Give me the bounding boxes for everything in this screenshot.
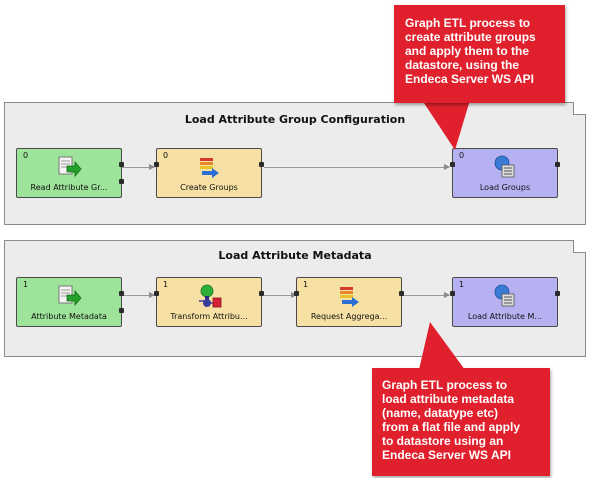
node-phase-number: 1	[459, 280, 465, 289]
writer-icon	[494, 284, 515, 307]
edge-transform-to-request-aggregate[interactable]	[264, 292, 297, 298]
node-read-attribute-groups[interactable]: 0 Read Attribute Gr...	[16, 148, 124, 198]
edge-attribute-metadata-to-transform[interactable]	[122, 292, 155, 298]
node-attribute-metadata[interactable]: 1 Attribute Metadata	[16, 277, 124, 327]
writer-icon	[494, 155, 515, 178]
node-load-attribute-metadata[interactable]: 1 Load Attribute M...	[450, 277, 560, 327]
reader-icon	[58, 285, 82, 307]
node-request-aggregate[interactable]: 1 Request Aggrega...	[294, 277, 404, 327]
node-phase-number: 1	[303, 280, 309, 289]
node-load-groups[interactable]: 0 Load Groups	[450, 148, 560, 198]
input-port[interactable]	[450, 162, 455, 167]
edge-request-aggregate-to-load-attribute[interactable]	[403, 292, 450, 298]
node-phase-number: 1	[23, 280, 29, 289]
node-phase-number: 1	[163, 280, 169, 289]
phase-corner-fold	[573, 240, 586, 253]
node-label: Read Attribute Gr...	[30, 183, 108, 192]
node-phase-number: 0	[459, 151, 465, 160]
output-port[interactable]	[119, 291, 124, 296]
input-port[interactable]	[154, 162, 159, 167]
output-port[interactable]	[119, 179, 124, 184]
callout-metadata-description: Graph ETL process to load attribute meta…	[372, 368, 550, 476]
edge-create-groups-to-load-groups[interactable]	[264, 164, 450, 170]
reformat-icon	[199, 284, 222, 308]
output-port[interactable]	[399, 291, 404, 296]
callout-text: Graph ETL process to create attribute gr…	[405, 16, 536, 86]
phase-corner-fold	[573, 102, 586, 115]
output-port[interactable]	[555, 162, 560, 167]
transform-icon	[340, 287, 359, 307]
callout-text: Graph ETL process to load attribute meta…	[382, 378, 521, 462]
node-label: Transform Attribu...	[170, 312, 248, 321]
output-port[interactable]	[259, 162, 264, 167]
node-label: Load Attribute M...	[467, 312, 543, 321]
node-phase-number: 0	[163, 151, 169, 160]
edge-reader-to-create-groups[interactable]	[122, 164, 155, 170]
output-port[interactable]	[119, 162, 124, 167]
node-label: Request Aggrega...	[310, 312, 388, 321]
output-port[interactable]	[259, 291, 264, 296]
reader-icon	[58, 156, 82, 178]
transform-icon	[200, 158, 219, 178]
node-label: Create Groups	[180, 183, 238, 192]
node-phase-number: 0	[23, 151, 29, 160]
phase-title: Load Attribute Group Configuration	[184, 113, 406, 126]
node-label: Attribute Metadata	[31, 312, 107, 321]
callout-group-config-description: Graph ETL process to create attribute gr…	[394, 5, 565, 103]
phase-title: Load Attribute Metadata	[218, 249, 372, 262]
output-port[interactable]	[119, 308, 124, 313]
node-label: Load Groups	[479, 183, 531, 192]
node-transform-attributes[interactable]: 1 Transform Attribu...	[154, 277, 264, 327]
input-port[interactable]	[450, 291, 455, 296]
input-port[interactable]	[294, 291, 299, 296]
output-port[interactable]	[555, 291, 560, 296]
input-port[interactable]	[154, 291, 159, 296]
node-create-groups[interactable]: 0 Create Groups	[154, 148, 264, 198]
